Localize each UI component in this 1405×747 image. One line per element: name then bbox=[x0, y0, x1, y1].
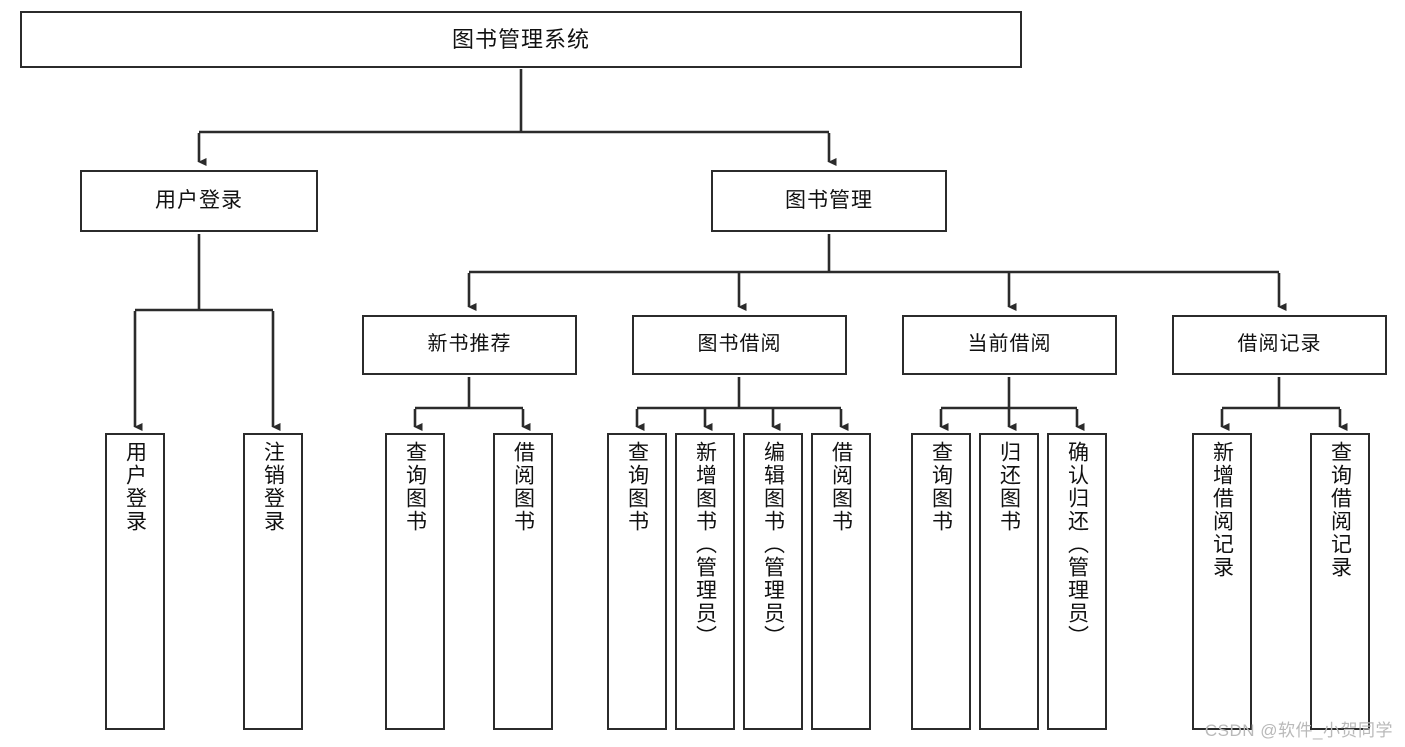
node-label: 编辑图书（管理员） bbox=[761, 441, 785, 648]
node-label: 新增图书（管理员） bbox=[693, 441, 717, 648]
node-label: 图书管理 bbox=[785, 188, 873, 212]
node-label: 新增借阅记录 bbox=[1210, 441, 1234, 579]
node-label: 注销登录 bbox=[261, 441, 285, 533]
node-label: 归还图书 bbox=[997, 441, 1021, 533]
node-label: 借阅记录 bbox=[1237, 333, 1322, 356]
leaf-book-borrow-query-book[interactable]: 查询图书 bbox=[607, 433, 667, 730]
node-current-borrow[interactable]: 当前借阅 bbox=[902, 315, 1117, 375]
node-new-book-recommend[interactable]: 新书推荐 bbox=[362, 315, 577, 375]
node-label: 查询图书 bbox=[403, 441, 427, 533]
csdn-watermark: CSDN @软件_小贺同学 bbox=[1204, 721, 1393, 740]
node-label: 用户登录 bbox=[155, 188, 243, 212]
leaf-book-borrow-borrow-book[interactable]: 借阅图书 bbox=[811, 433, 871, 730]
node-label: 新书推荐 bbox=[427, 333, 512, 356]
leaf-current-borrow-confirm-return-admin[interactable]: 确认归还（管理员） bbox=[1047, 433, 1107, 730]
leaf-book-borrow-add-book-admin[interactable]: 新增图书（管理员） bbox=[675, 433, 735, 730]
node-label: 图书借阅 bbox=[697, 333, 782, 356]
leaf-current-borrow-query-book[interactable]: 查询图书 bbox=[911, 433, 971, 730]
node-user-login[interactable]: 用户登录 bbox=[80, 170, 318, 232]
node-label: 用户登录 bbox=[123, 441, 147, 533]
node-label: 借阅图书 bbox=[829, 441, 853, 533]
node-label: 确认归还（管理员） bbox=[1065, 441, 1089, 648]
node-root-book-management-system[interactable]: 图书管理系统 bbox=[20, 11, 1022, 68]
node-label: 查询图书 bbox=[625, 441, 649, 533]
node-label: 借阅图书 bbox=[511, 441, 535, 533]
node-label: 图书管理系统 bbox=[451, 26, 590, 52]
leaf-borrow-record-add-record[interactable]: 新增借阅记录 bbox=[1192, 433, 1252, 730]
node-borrow-record[interactable]: 借阅记录 bbox=[1172, 315, 1387, 375]
leaf-user-login-logout[interactable]: 注销登录 bbox=[243, 433, 303, 730]
leaf-book-borrow-edit-book-admin[interactable]: 编辑图书（管理员） bbox=[743, 433, 803, 730]
leaf-user-login-login[interactable]: 用户登录 bbox=[105, 433, 165, 730]
node-book-borrow[interactable]: 图书借阅 bbox=[632, 315, 847, 375]
node-label: 查询借阅记录 bbox=[1328, 441, 1352, 579]
node-label: 查询图书 bbox=[929, 441, 953, 533]
leaf-borrow-record-query-record[interactable]: 查询借阅记录 bbox=[1310, 433, 1370, 730]
node-label: 当前借阅 bbox=[967, 333, 1052, 356]
leaf-current-borrow-return-book[interactable]: 归还图书 bbox=[979, 433, 1039, 730]
node-book-management[interactable]: 图书管理 bbox=[711, 170, 947, 232]
leaf-new-book-borrow-book[interactable]: 借阅图书 bbox=[493, 433, 553, 730]
leaf-new-book-query-book[interactable]: 查询图书 bbox=[385, 433, 445, 730]
